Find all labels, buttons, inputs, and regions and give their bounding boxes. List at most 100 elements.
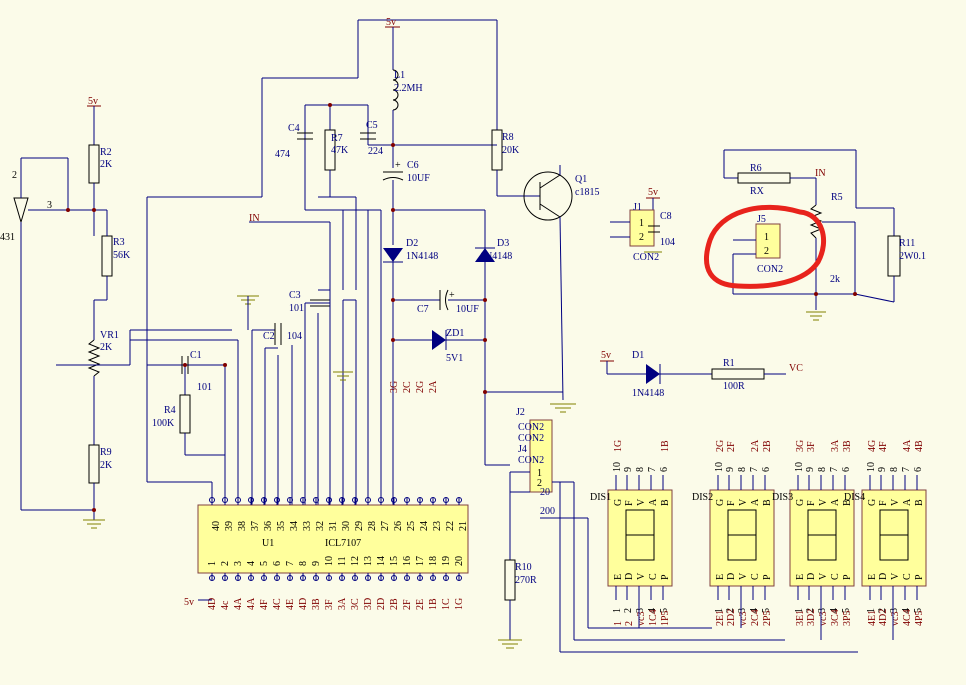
pin20-label: 20: [540, 487, 550, 498]
u1-top-pin: 27: [380, 521, 391, 531]
j5-val: CON2: [757, 264, 783, 275]
display-top-num: 7: [647, 467, 658, 472]
u1-top-pin: 25: [406, 521, 417, 531]
display-bot-signal: vc3: [890, 612, 901, 626]
u1-bot-signal: 4A: [246, 597, 257, 610]
display-top-num: 9: [805, 467, 816, 472]
display-bot-num: 1: [866, 608, 877, 613]
u1-bot-signal: 3A: [337, 597, 348, 610]
r5-body: [809, 204, 823, 239]
display-top-pin: B: [914, 499, 925, 506]
display-top-pin: A: [750, 498, 761, 506]
display-top-num: 6: [761, 467, 772, 472]
zd1-val: 5V1: [446, 353, 463, 364]
r8-ref: R8: [502, 132, 514, 143]
display-top-signal: 2B: [762, 440, 773, 452]
net-in-label: IN: [249, 213, 260, 224]
display-bot-signal: 3C4: [830, 609, 841, 626]
u1-bot-pin: 18: [428, 556, 439, 566]
display-bot-num: 5: [761, 608, 772, 613]
c7-val: 10UF: [456, 304, 479, 315]
u1-top-pin: 40: [211, 521, 222, 531]
svg-text:1: 1: [639, 218, 644, 229]
r11-val: 2W0.1: [899, 251, 926, 262]
display-top-pin: G: [715, 499, 726, 506]
display-top-signal: 1B: [660, 440, 671, 452]
c3-val: 101: [289, 303, 304, 314]
net-vc-label: VC: [789, 363, 803, 374]
input-network: C1 101 R4 100K: [129, 329, 239, 505]
display-top-num: 8: [817, 467, 828, 472]
c8-val: 104: [660, 237, 675, 248]
display-bot-num: 1: [612, 608, 623, 613]
u1-top-pin: 35: [276, 521, 287, 531]
q1-val: c1815: [575, 187, 599, 198]
u1-bot-pin: 8: [298, 561, 309, 566]
u1-bot-signal: 3D: [363, 598, 374, 610]
u1-top-pin: 34: [289, 521, 300, 531]
r4-val: 100K: [152, 418, 175, 429]
d3-val: 1N4148: [480, 251, 512, 262]
highlight-circle: [704, 204, 827, 289]
display-ref: DIS2: [692, 492, 713, 503]
display-bot-pin: E: [795, 574, 806, 580]
u1-bot-signal: 4C: [272, 598, 283, 610]
d3-symbol: [475, 248, 495, 262]
u1-bot-pin: 1: [207, 561, 218, 566]
display-bot-num: 1: [794, 608, 805, 613]
vcc-label-d1: 5v: [601, 350, 611, 361]
r5-ref: R5: [831, 192, 843, 203]
u1-top-pin: 37: [250, 521, 261, 531]
display-top-pin: V: [818, 498, 829, 506]
display-bot-signal: 2E1: [715, 610, 726, 626]
display-bot-num: 3: [737, 608, 748, 613]
display-top-pin: B: [762, 499, 773, 506]
display-bot-num: 5: [841, 608, 852, 613]
display-bot-signal: 3P5: [842, 610, 853, 626]
r4-body: [179, 394, 191, 434]
vr1-val: 2K: [100, 342, 113, 353]
display-top-pin: A: [830, 498, 841, 506]
display-bot-pin: P: [660, 574, 671, 580]
r2-body: [88, 144, 100, 184]
u1-bot-signal: 3C: [350, 598, 361, 610]
display-top-num: 9: [725, 467, 736, 472]
display-top-signal: 3F: [806, 441, 817, 452]
u1-bot-signal: 1C: [441, 598, 452, 610]
display-bot-signal: 1: [613, 621, 624, 626]
display-bot-pin: E: [613, 574, 624, 580]
u1-bot-signal: 4c: [220, 600, 231, 610]
u1-bot-signal: 3F: [324, 599, 335, 610]
u1-bot-pin: 13: [363, 556, 374, 566]
d3-ref: D3: [497, 238, 509, 249]
u1-bot-pin: 2: [220, 561, 231, 566]
l1-ref: L1: [394, 70, 405, 81]
vcc-label-top: 5v: [386, 17, 396, 28]
u1-top-pin: 30: [341, 521, 352, 531]
u1-top-pin: 38: [237, 521, 248, 531]
u1-top-signal: 2G: [415, 381, 426, 393]
display-bot-pin: P: [762, 574, 773, 580]
display-bot-pin: C: [750, 573, 761, 580]
display-top-num: 10: [714, 462, 725, 472]
d2-val: 1N4148: [406, 251, 438, 262]
display-top-pin: V: [738, 498, 749, 506]
display-top-signal: 4A: [902, 439, 913, 452]
r1-body: [711, 368, 765, 380]
display-top-pin: F: [806, 500, 817, 506]
r6-ref: R6: [750, 163, 762, 174]
display-bot-num: 1: [714, 608, 725, 613]
d2-ref: D2: [406, 238, 418, 249]
display-top-pin: F: [878, 500, 889, 506]
display-bot-pin: V: [636, 572, 647, 580]
u1-bot-pin: 14: [376, 556, 387, 566]
display-bot-signal: 2P5: [762, 610, 773, 626]
u1-bot-pin: 6: [272, 561, 283, 566]
tl431-pin2: 2: [12, 170, 17, 181]
c2-val: 104: [287, 331, 302, 342]
display-top-pin: G: [795, 499, 806, 506]
display-bot-pin: P: [842, 574, 853, 580]
display-bot-pin: C: [830, 573, 841, 580]
